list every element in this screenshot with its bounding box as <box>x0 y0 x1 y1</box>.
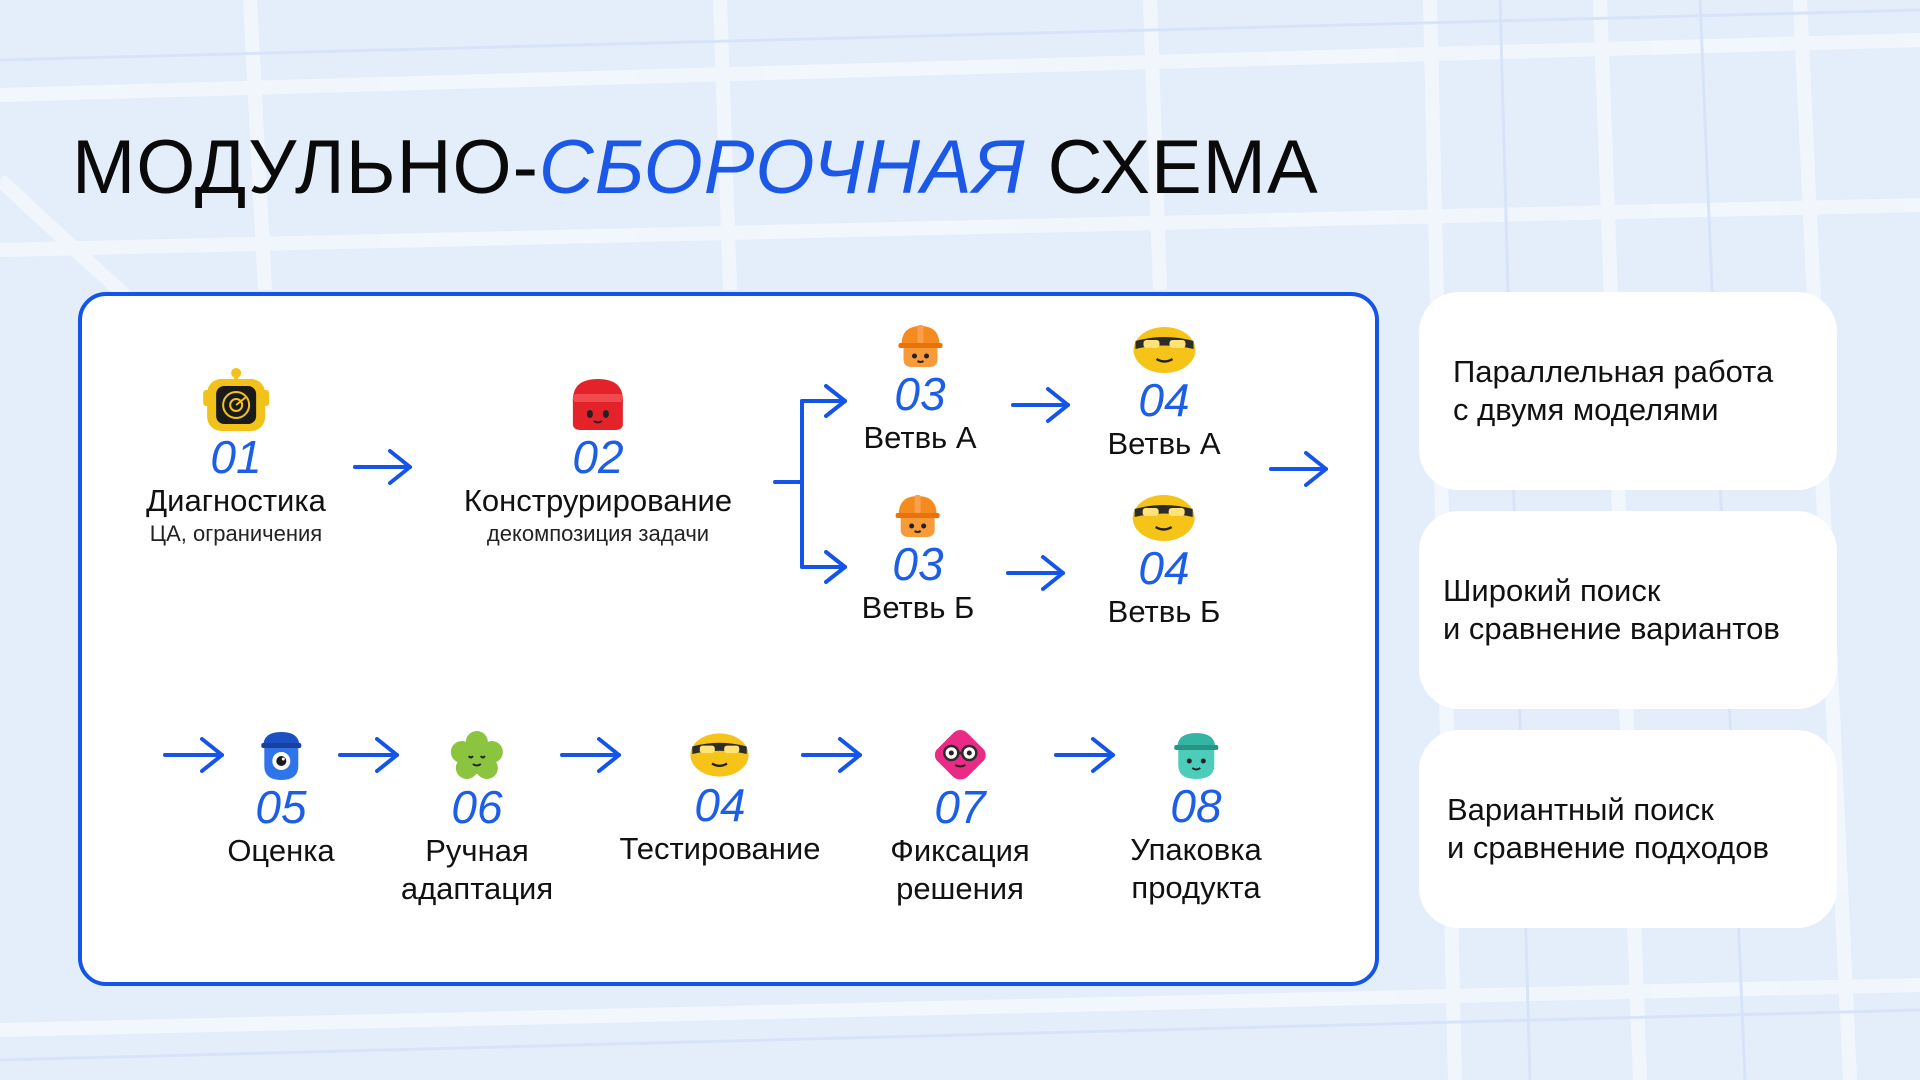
orange-hardhat-icon <box>898 325 942 367</box>
card-parallel-work: Параллельная работа с двумя моделями <box>1419 292 1837 490</box>
step-design: 02 Конструрирование декомпозиция задачи <box>464 376 732 548</box>
green-flower-icon <box>451 731 503 779</box>
step-testing: 04 Тестирование <box>619 730 821 868</box>
step-label: Диагностика <box>146 483 326 518</box>
step-evaluation: 05 Оценка <box>227 730 335 870</box>
step-label-line2: адаптация <box>400 871 554 906</box>
step-number: 07 <box>934 781 986 833</box>
card-text: Широкий поиск и сравнение вариантов <box>1443 573 1780 646</box>
step-branch-a-04: 04 Ветвь А <box>1108 325 1221 463</box>
step-label-line2: продукта <box>1131 870 1261 905</box>
step-number: 04 <box>694 779 746 831</box>
step-decision: 07 Фиксация решения <box>890 728 1030 908</box>
step-label: Ручная <box>425 833 529 868</box>
step-number: 01 <box>210 431 262 483</box>
step-number: 03 <box>894 368 946 420</box>
step-label-line2: решения <box>896 871 1024 906</box>
page-title: МОДУЛЬНО-СБОРОЧНАЯ СХЕМА <box>72 122 1319 213</box>
step-packaging: 08 Упаковка продукта <box>1130 731 1262 907</box>
step-branch-b-04: 04 Ветвь Б <box>1107 493 1221 631</box>
step-label: Ветвь Б <box>861 590 975 625</box>
orange-hardhat-icon <box>895 495 940 537</box>
step-label: Ветвь А <box>863 420 977 455</box>
yellow-goggles-icon <box>1133 327 1195 373</box>
title-accent: СБОРОЧНАЯ <box>538 125 1026 210</box>
scheme-panel <box>78 292 1379 986</box>
step-label: Оценка <box>227 833 335 868</box>
card-text: Параллельная работа с двумя моделями <box>1453 354 1774 427</box>
step-branch-a-03: 03 Ветвь А <box>864 323 977 457</box>
card-text: Вариантный поиск и сравнение подходов <box>1447 792 1769 865</box>
step-number: 03 <box>892 538 944 590</box>
pink-diamond-glasses-icon <box>934 730 986 780</box>
step-label: Ветвь А <box>1107 426 1221 461</box>
robot-radar-icon <box>203 368 269 431</box>
step-number: 02 <box>572 431 624 483</box>
card-variant-search: Вариантный поиск и сравнение подходов <box>1419 730 1837 928</box>
red-helmet-icon <box>573 379 623 430</box>
yellow-goggles-icon <box>690 733 750 777</box>
teal-cap-icon <box>1174 733 1218 779</box>
step-sublabel: декомпозиция задачи <box>486 521 710 546</box>
step-number: 08 <box>1170 780 1222 832</box>
step-label: Тестирование <box>619 831 821 866</box>
step-number: 06 <box>451 781 503 833</box>
step-diagnostics: 01 Диагностика ЦА, ограничения <box>146 368 326 548</box>
yellow-goggles-icon <box>1132 495 1195 541</box>
step-label: Упаковка <box>1130 832 1262 867</box>
title-part2: СХЕМА <box>1025 125 1319 210</box>
step-number: 04 <box>1138 542 1190 594</box>
title-part1: МОДУЛЬНО- <box>72 125 539 210</box>
step-branch-b-03: 03 Ветвь Б <box>861 493 975 627</box>
step-number: 04 <box>1138 374 1190 426</box>
step-label: Фиксация <box>890 833 1030 868</box>
step-sublabel: ЦА, ограничения <box>149 521 323 546</box>
step-label: Конструрирование <box>463 483 733 518</box>
step-label: Ветвь Б <box>1107 594 1221 629</box>
step-manual-adaptation: 06 Ручная адаптация <box>401 730 553 908</box>
step-number: 05 <box>255 781 307 833</box>
card-wide-search: Широкий поиск и сравнение вариантов <box>1419 511 1837 709</box>
blue-cyclops-icon <box>261 732 301 780</box>
